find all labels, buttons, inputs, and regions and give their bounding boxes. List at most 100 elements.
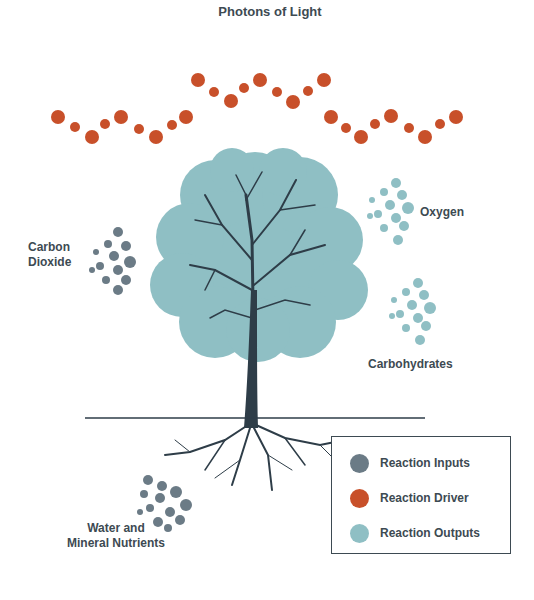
- carbon-dioxide-dots: [121, 241, 131, 251]
- legend-box: Reaction InputsReaction DriverReaction O…: [331, 436, 511, 554]
- tree-branches: [246, 195, 253, 300]
- photon-wave: [209, 87, 219, 97]
- water-dots: [170, 486, 182, 498]
- photon-wave: [134, 124, 144, 134]
- water-dots: [175, 515, 185, 525]
- carbon-dioxide-dots: [113, 265, 123, 275]
- output-label: Oxygen: [420, 205, 500, 220]
- oxygen-dots: [380, 224, 388, 232]
- carbohydrate-dots: [419, 290, 429, 300]
- carbohydrate-dots: [413, 313, 423, 323]
- carbon-dioxide-dots: [109, 251, 119, 261]
- photon-wave: [435, 119, 445, 129]
- tree-branches: [205, 195, 252, 260]
- tree-branches: [246, 172, 262, 200]
- oxygen-dots: [367, 178, 414, 245]
- photon-wave: [253, 73, 267, 87]
- carbohydrate-dots: [402, 324, 410, 332]
- photon-wave: [167, 120, 177, 130]
- photon-wave: [404, 123, 414, 133]
- photon-wave: [239, 83, 249, 93]
- photon-wave: [286, 95, 300, 109]
- oxygen-dots: [391, 178, 401, 188]
- tree-branches: [252, 180, 296, 245]
- water-dots: [155, 493, 165, 503]
- carbohydrate-dots: [402, 288, 410, 296]
- water-dots: [153, 517, 163, 527]
- photon-wave: [384, 109, 398, 123]
- legend-row: Reaction Inputs: [350, 453, 470, 473]
- legend-text: Reaction Driver: [380, 491, 469, 505]
- carbohydrate-dots: [413, 278, 423, 288]
- photon-wave: [354, 130, 368, 144]
- photon-wave: [51, 110, 65, 124]
- carbon-dioxide-dots: [113, 227, 123, 237]
- tree-branches: [190, 265, 252, 290]
- legend-swatch: [350, 489, 369, 508]
- photon-wave: [418, 130, 432, 144]
- carbohydrate-dots: [389, 313, 395, 319]
- carbon-dioxide-dots: [104, 240, 112, 248]
- tree-roots: [175, 440, 190, 452]
- tree-branches: [205, 270, 215, 290]
- photon-wave: [70, 122, 80, 132]
- water-dots: [137, 475, 192, 532]
- carbohydrate-dots: [421, 321, 431, 331]
- photon-wave: [272, 87, 282, 97]
- photon-wave: [303, 86, 313, 96]
- tree-branches: [195, 220, 222, 225]
- water-dots: [143, 475, 153, 485]
- legend-row: Reaction Driver: [350, 488, 469, 508]
- oxygen-dots: [393, 235, 403, 245]
- tree-branches: [254, 245, 325, 285]
- carbon-dioxide-dots: [96, 262, 104, 270]
- water-dots: [157, 481, 167, 491]
- oxygen-dots: [397, 190, 407, 200]
- water-dots: [164, 524, 172, 532]
- tree-roots: [165, 425, 248, 455]
- tree-roots: [205, 440, 225, 470]
- legend-text: Reaction Outputs: [380, 526, 480, 540]
- tree-trunk: [244, 290, 258, 428]
- carbon-dioxide-dots: [113, 285, 123, 295]
- input-label: Water and Mineral Nutrients: [66, 521, 166, 551]
- photon-wave: [149, 130, 163, 144]
- carbon-dioxide-dots: [89, 267, 95, 273]
- water-dots: [140, 490, 148, 498]
- tree-branches: [190, 172, 325, 318]
- carbohydrate-dots: [389, 278, 436, 345]
- photon-wave: [51, 73, 463, 144]
- legend-text: Reaction Inputs: [380, 456, 470, 470]
- tree-roots: [232, 428, 250, 485]
- photon-wave: [324, 110, 338, 124]
- photon-wave: [85, 130, 99, 144]
- tree-roots: [254, 428, 272, 490]
- tree-roots: [215, 460, 240, 478]
- tree-roots: [268, 455, 292, 470]
- photon-wave: [370, 119, 380, 129]
- photon-wave: [114, 110, 128, 124]
- tree-branches: [290, 230, 305, 255]
- photon-wave: [179, 110, 193, 124]
- tree-branches: [255, 300, 310, 310]
- oxygen-dots: [374, 210, 382, 218]
- tree-branches: [210, 310, 252, 318]
- ground-line: [85, 417, 425, 419]
- carbon-dioxide-dots: [93, 249, 99, 255]
- carbon-dioxide-dots: [124, 256, 136, 268]
- tree-branches: [236, 175, 246, 195]
- tree-roots: [285, 438, 305, 465]
- tree-canopy: [150, 148, 368, 362]
- oxygen-dots: [391, 213, 401, 223]
- carbohydrate-dots: [396, 310, 404, 318]
- carbohydrate-dots: [407, 300, 417, 310]
- oxygen-dots: [399, 221, 409, 231]
- carbohydrate-dots: [391, 297, 397, 303]
- water-dots: [165, 507, 175, 517]
- water-dots: [137, 509, 143, 515]
- legend-row: Reaction Outputs: [350, 523, 480, 543]
- oxygen-dots: [385, 200, 395, 210]
- photon-wave: [317, 73, 331, 87]
- carbohydrate-dots: [415, 335, 425, 345]
- photon-wave: [341, 123, 351, 133]
